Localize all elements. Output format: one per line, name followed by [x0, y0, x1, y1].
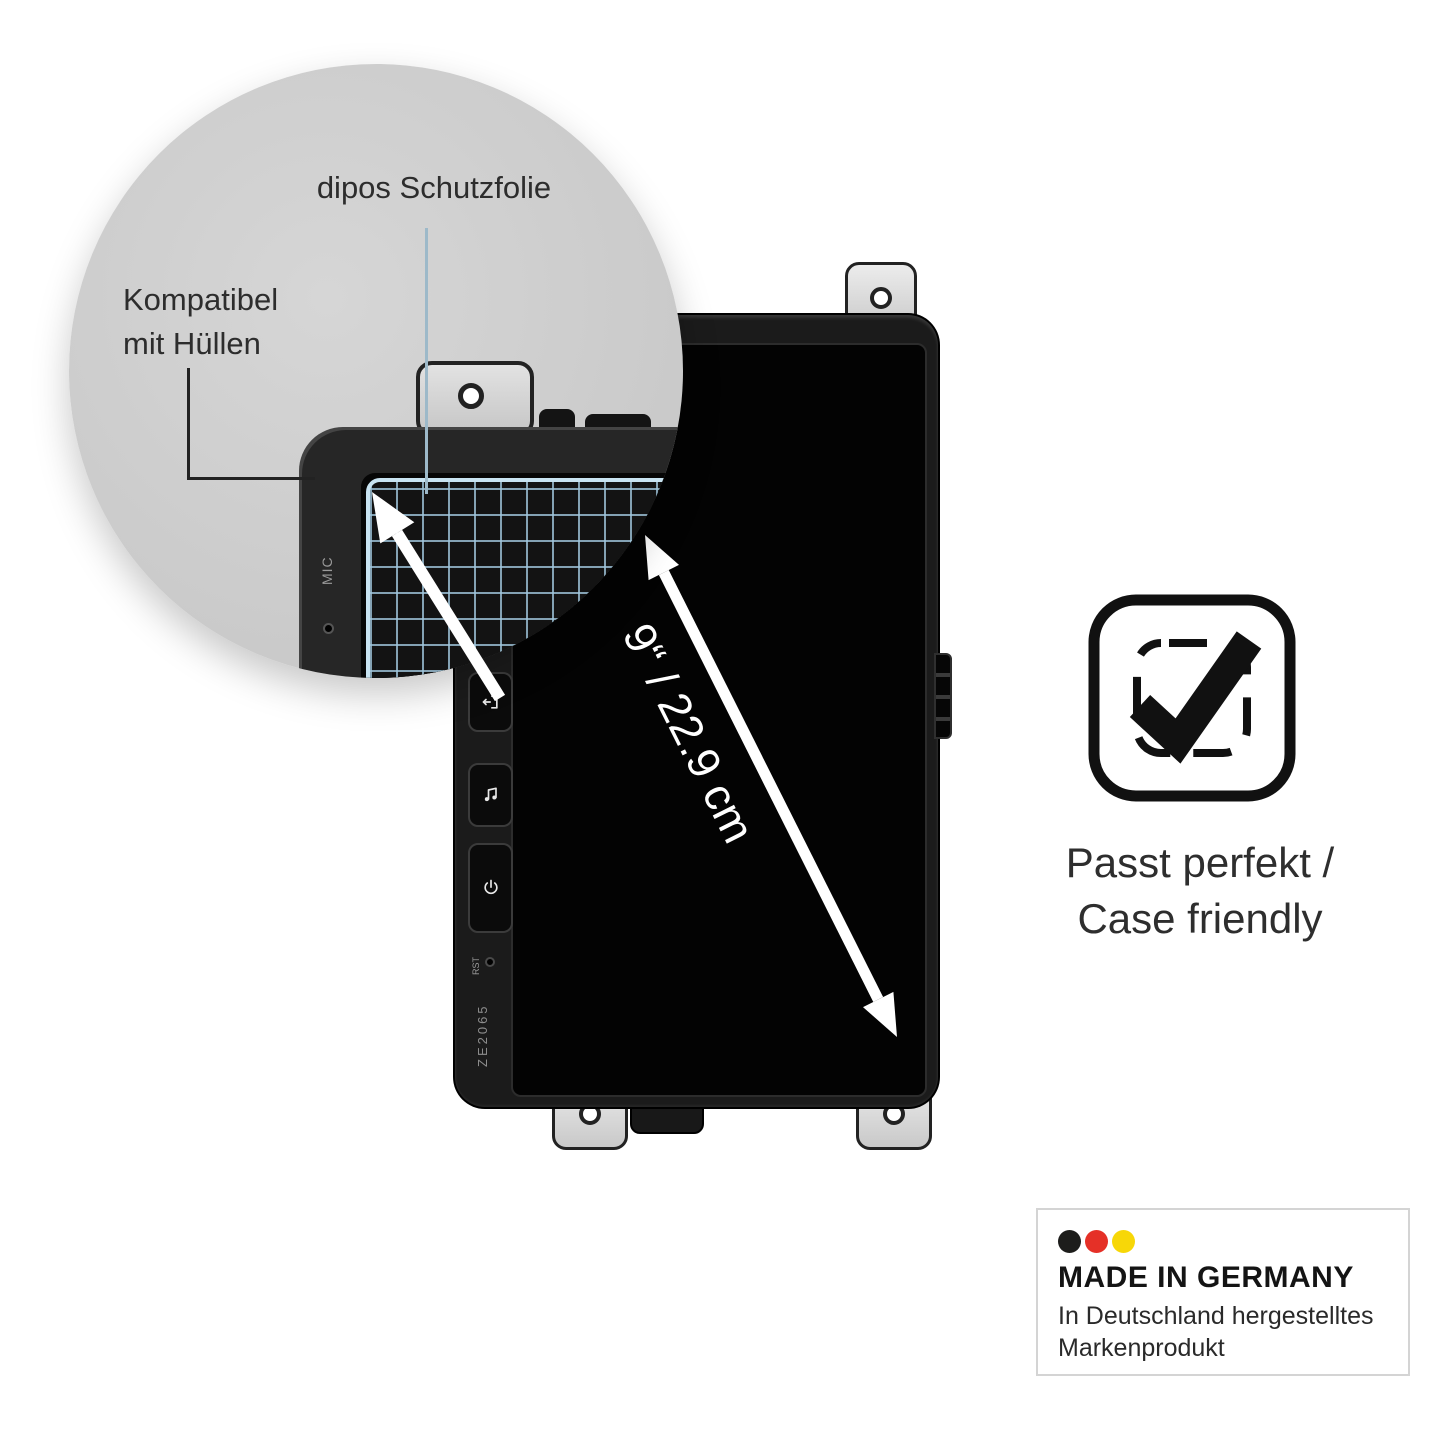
- badge-title: MADE IN GERMANY: [1058, 1261, 1354, 1294]
- zoomed-mounting-tab: [416, 361, 534, 437]
- case-pointer-line-vertical: [187, 368, 190, 480]
- case-compat-line2: mit Hüllen: [123, 326, 261, 361]
- made-in-germany-badge: MADE IN GERMANY In Deutschland hergestel…: [1036, 1208, 1410, 1376]
- case-outline: [1088, 594, 1296, 802]
- mic-hole: [323, 623, 334, 634]
- film-label: dipos Schutzfolie: [316, 170, 552, 205]
- zoomed-mounting-hole: [458, 383, 484, 409]
- film-corner-arrow: [372, 492, 506, 702]
- german-flag-dots: [1058, 1230, 1408, 1253]
- checkmark-icon: [1129, 631, 1262, 764]
- music-note-icon: [484, 787, 497, 802]
- caption-line2: Case friendly: [1077, 895, 1323, 942]
- case-compat-line1: Kompatibel: [123, 282, 279, 317]
- flag-dot-red: [1085, 1230, 1108, 1253]
- flag-dot-black: [1058, 1230, 1081, 1253]
- mic-label: MIC: [319, 556, 335, 585]
- top-edge-bump: [585, 414, 651, 431]
- badge-subtitle-1: In Deutschland hergestelltes: [1058, 1302, 1374, 1330]
- case-friendly-caption: Passt perfekt / Case friendly: [1000, 835, 1400, 947]
- power-button: [468, 843, 513, 933]
- case-friendly-icon: [1088, 594, 1296, 802]
- reset-hole: [485, 957, 495, 967]
- mounting-hole-top: [870, 287, 892, 309]
- arrowhead-corner: [372, 492, 415, 544]
- badge-subtitle-2: Markenprodukt: [1058, 1334, 1225, 1362]
- side-connector: [934, 653, 952, 739]
- crop-marks: [1133, 639, 1251, 757]
- caption-line1: Passt perfekt /: [1065, 839, 1335, 886]
- top-edge-bump: [539, 409, 575, 431]
- case-compat-label: Kompatibel mit Hüllen: [123, 278, 278, 366]
- reset-label: RST: [471, 957, 481, 975]
- film-pointer-line: [425, 228, 428, 494]
- flag-dot-yellow: [1112, 1230, 1135, 1253]
- media-button: [468, 763, 513, 827]
- power-icon: [483, 879, 498, 895]
- model-label: ZE2065: [475, 1003, 490, 1067]
- case-pointer-line-horizontal: [187, 477, 315, 480]
- arrowhead-bottom: [863, 991, 897, 1037]
